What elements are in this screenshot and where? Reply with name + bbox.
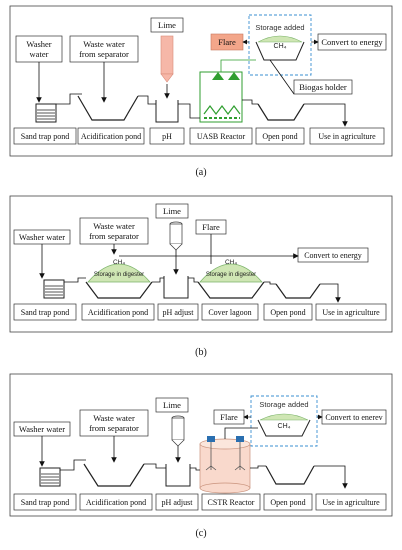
sand-trap-c [39,467,61,487]
ph-adjust-tank-c [165,464,191,487]
ch4-label-b2: CH₄ [225,259,237,266]
label-cstr-reactor: CSTR Reactor [208,498,255,507]
ph-adjust-tank-b [163,276,189,299]
waste-water-box-c: Waste water from separator [79,409,149,437]
washer-water-label-c: Washer water [19,424,65,434]
panel-c-bottom-labels: Sand trap pond Acidification pond pH adj… [13,493,387,511]
storage-added-label-c: Storage added [259,400,308,409]
storage-label-b2: Storage in digester [206,272,256,278]
waste-water-label-1: Waste water [83,39,125,49]
storage-label-b1: Storage in digester [94,272,144,278]
flare-box-b: Flare [195,219,227,235]
waste-water-box: Waste water from separator [69,35,139,63]
caption-b: (b) [195,347,207,358]
washer-water-label-1: Washer [26,39,51,49]
label-open-pond-b: Open pond [270,308,305,317]
lime-tank [160,35,174,83]
ph-tank-a [155,100,179,123]
acidification-digester-b: CH₄ Storage in digester [85,259,153,299]
lime-box-b: Lime [155,203,189,219]
caption-a: (a) [195,167,206,178]
label-open-pond-a: Open pond [262,132,297,141]
label-sand-trap-pond-c: Sand trap pond [21,498,69,507]
sand-trap-b [43,279,65,299]
convert-energy-label: Convert to energy [321,37,383,47]
label-sand-trap-pond-b: Sand trap pond [21,308,69,317]
label-acidification-pond-a: Acidification pond [81,132,141,141]
convert-energy-label-c: Convert to enerev [325,413,382,422]
flare-box-c: Flare [213,409,245,425]
waste-water-box-b: Waste water from separator [79,217,149,245]
cstr-reactor [199,436,251,494]
ch4-label-c: CH₄ [278,423,291,430]
label-use-agriculture-c: Use in agriculture [322,498,380,507]
label-use-agriculture-a: Use in agriculture [318,132,376,141]
biogas-holder-label: Biogas holder [299,82,347,92]
lime-label-c: Lime [163,400,181,410]
label-sand-trap-pond-a: Sand trap pond [21,132,69,141]
storage-added-label: Storage added [255,23,304,32]
flare-box: Flare [210,33,244,51]
label-cover-lagoon-b: Cover lagoon [208,308,251,317]
lime-label-b: Lime [163,206,181,216]
panel-c-frame [9,373,393,517]
convert-energy-box-b: Convert to energy [297,247,369,263]
flare-label-b: Flare [202,222,220,232]
washer-water-box-b: Washer water [13,229,71,245]
lime-tank-b [169,221,183,251]
panel-c-flow [39,427,348,489]
panel-b: Washer water Waste water from separator … [9,195,393,333]
open-pond-c [265,465,315,485]
lime-tank-c [171,415,185,447]
convert-energy-label-b: Convert to energy [304,251,362,260]
sand-trap-a [35,103,57,123]
label-ph-adjust-c: pH adjust [162,498,194,507]
uasb-reactor [199,71,243,123]
panel-a-flow [36,59,348,127]
lime-box-c: Lime [155,397,189,413]
label-acidification-pond-b: Acidification pond [88,308,148,317]
label-use-agriculture-b: Use in agriculture [322,308,380,317]
panel-b-frame [9,195,393,333]
open-pond-a [257,103,305,121]
panel-c: Washer water Waste water from separator … [9,373,393,517]
panel-a-bottom-labels: Sand trap pond Acidification pond pH UAS… [13,127,385,145]
acidification-pond-c [83,463,145,487]
label-acidification-pond-c: Acidification pond [86,498,146,507]
label-ph-adjust-b: pH adjust [163,308,195,317]
ch4-label: CH₄ [274,43,287,50]
label-open-pond-c: Open pond [270,498,305,507]
waste-water-label-b1: Waste water [93,221,135,231]
panel-a-frame [9,5,393,157]
panel-a: Washer water Waste water from separator … [9,5,393,157]
storage-added-box-c: Storage added CH₄ [250,395,318,447]
label-ph-a: pH [162,132,172,141]
storage-added-box: Storage added CH₄ [248,14,312,76]
lime-box: Lime [150,17,184,33]
cover-lagoon-b: CH₄ Storage in digester [197,259,265,299]
convert-energy-box: Convert to energy [317,33,387,51]
lime-label: Lime [158,20,176,30]
waste-water-label-c2: from separator [89,423,139,433]
waste-water-label-b2: from separator [89,231,139,241]
biogas-holder-box: Biogas holder [293,79,353,95]
washer-water-label-b: Washer water [19,232,65,242]
washer-water-box-c: Washer water [13,421,71,437]
washer-water-box: Washer water [15,35,63,63]
washer-water-label-2: water [30,49,49,59]
open-pond-b [275,283,321,299]
panel-b-flow [39,234,341,303]
panel-b-bottom-labels: Sand trap pond Acidification pond pH adj… [13,303,387,321]
waste-water-label-2: from separator [79,49,129,59]
flare-label: Flare [218,37,236,47]
waste-water-label-c1: Waste water [93,413,135,423]
ch4-label-b1: CH₄ [113,259,125,266]
caption-c: (c) [195,528,206,539]
label-uasb-reactor: UASB Reactor [197,132,246,141]
acidification-pond-a [77,95,139,121]
convert-energy-box-c: Convert to enerev [321,409,387,425]
flare-label-c: Flare [220,412,238,422]
